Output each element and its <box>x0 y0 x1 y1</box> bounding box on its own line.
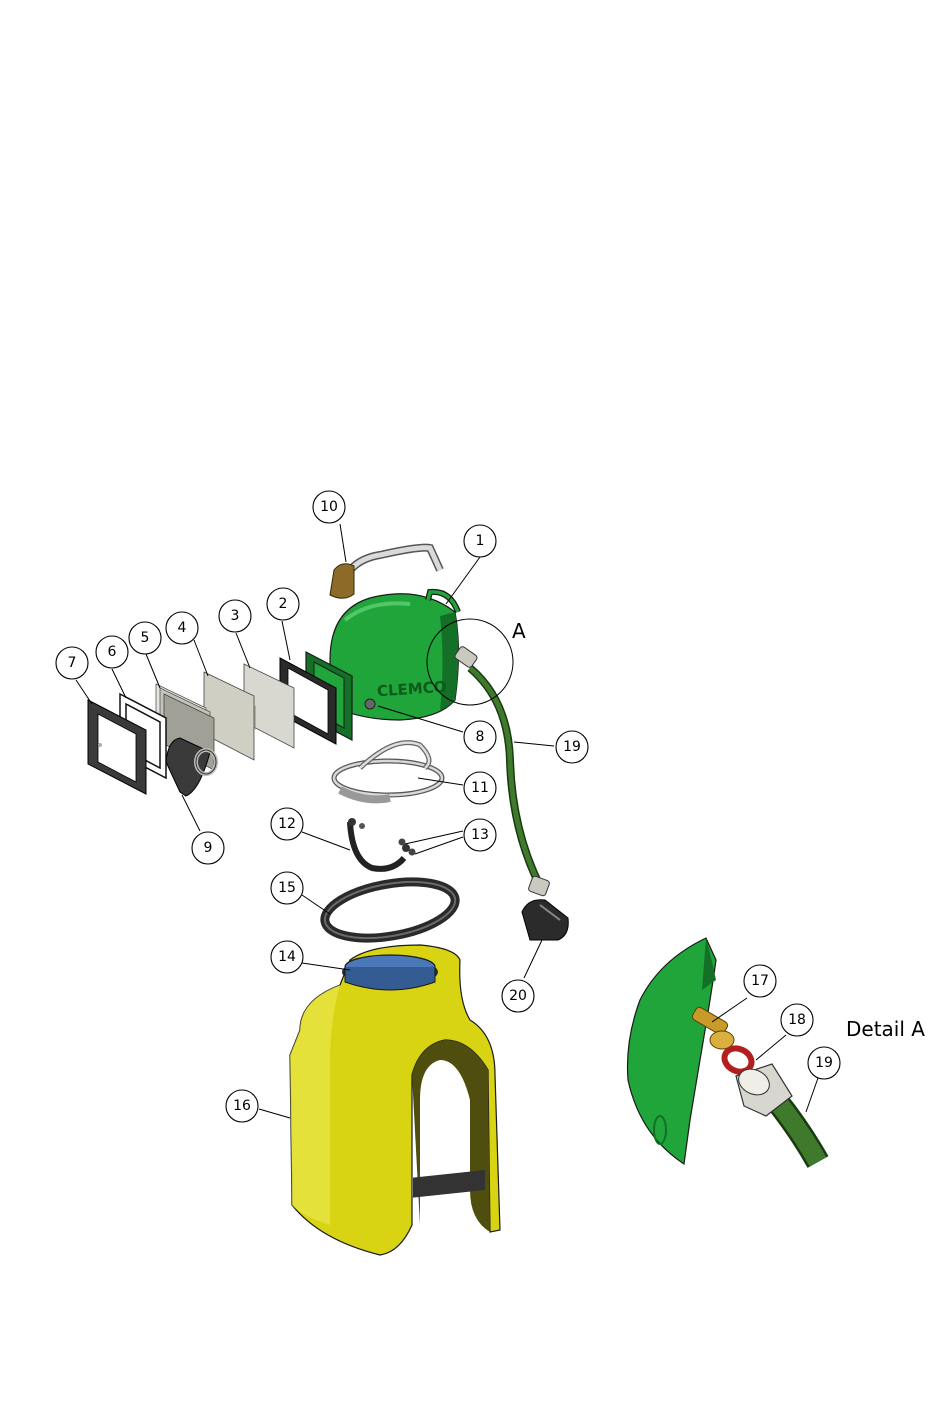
cape-part <box>290 945 500 1255</box>
callout-7: 7 <box>56 647 88 679</box>
callout-label: 20 <box>509 988 527 1004</box>
callout-19: 19 <box>556 731 588 763</box>
callout-3: 3 <box>219 600 251 632</box>
callout-label: 15 <box>278 880 296 896</box>
callout-label: 3 <box>231 608 240 624</box>
inner-collar-part <box>345 955 435 990</box>
callout-label: 1 <box>476 533 485 549</box>
callout-label: 16 <box>233 1098 251 1114</box>
callout-label: 12 <box>278 816 296 832</box>
callout-18: 18 <box>781 1004 813 1036</box>
callout-4: 4 <box>166 612 198 644</box>
callout-11: 11 <box>464 772 496 804</box>
callout-label: 9 <box>204 840 213 856</box>
detail-a-inset: Detail A <box>628 938 926 1164</box>
callout-label: 8 <box>476 729 485 745</box>
callout-16: 16 <box>226 1090 258 1122</box>
callout-label: 19 <box>815 1055 833 1071</box>
callout-1: 1 <box>464 525 496 557</box>
callout-label: 2 <box>279 596 288 612</box>
neck-band-ring-part <box>320 873 459 947</box>
callout-label: 19 <box>563 739 581 755</box>
callout-12: 12 <box>271 808 303 840</box>
callout-label: 6 <box>108 644 117 660</box>
callout-10: 10 <box>313 491 345 523</box>
callout-9: 9 <box>192 832 224 864</box>
lift-tube-part <box>330 548 440 599</box>
air-supply-hose-part <box>454 646 550 897</box>
detail-marker: A <box>512 619 526 643</box>
callout-label: 7 <box>68 655 77 671</box>
callout-label: 17 <box>751 973 769 989</box>
climate-control-part <box>522 900 568 940</box>
callout-13: 13 <box>464 819 496 851</box>
callout-20: 20 <box>502 980 534 1012</box>
callout-15: 15 <box>271 872 303 904</box>
headband-part <box>334 743 442 800</box>
callout-2: 2 <box>267 588 299 620</box>
callout-label: 11 <box>471 780 489 796</box>
callout-label: 18 <box>788 1012 806 1028</box>
detail-hose-part <box>734 1064 818 1162</box>
callout-6: 6 <box>96 636 128 668</box>
callout-label: 14 <box>278 949 296 965</box>
callout-label: 10 <box>320 499 338 515</box>
callout-label: 5 <box>141 630 150 646</box>
callout-14: 14 <box>271 941 303 973</box>
callout-5: 5 <box>129 622 161 654</box>
callout-label: 13 <box>471 827 489 843</box>
callout-17: 17 <box>744 965 776 997</box>
callout-8: 8 <box>464 721 496 753</box>
detail-title: Detail A <box>846 1017 925 1041</box>
callout-label: 4 <box>178 620 187 636</box>
callout-19: 19 <box>808 1047 840 1079</box>
